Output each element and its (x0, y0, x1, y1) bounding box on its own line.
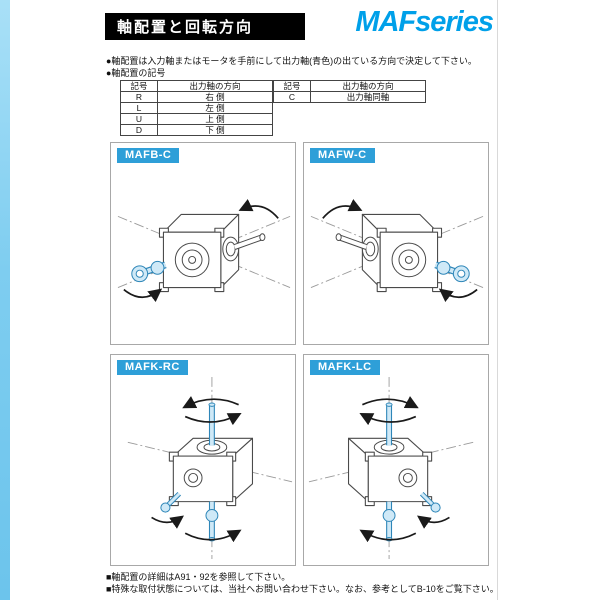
table-cell: 左 側 (157, 102, 273, 114)
symbol-tables: 記号 出力軸の方向 R 右 側 L 左 側 U 上 側 D 下 側 記号 (120, 80, 426, 136)
footer-note-2: ■特殊な取付状態については、当社へお問い合わせ下さい。なお、参考としてB-10を… (106, 584, 499, 594)
table-header-cell: 出力軸の方向 (310, 80, 426, 92)
note-line-1: ●軸配置は入力軸またはモータを手前にして出力軸(青色)の出ている方向で決定して下… (106, 56, 477, 66)
panel-mafk-lc: MAFK-LC (303, 354, 489, 566)
table-row: U 上 側 (120, 113, 273, 125)
table-cell: C (273, 91, 311, 103)
panel-label: MAFB-C (117, 148, 180, 163)
table-row: C 出力軸同軸 (273, 91, 426, 103)
panel-mafk-rc: MAFK-RC (110, 354, 296, 566)
panel-label: MAFK-RC (117, 360, 188, 375)
panel-mafb-c: MAFB-C (110, 142, 296, 345)
page-edge-band (0, 0, 10, 600)
symbol-table-right: 記号 出力軸の方向 C 出力軸同軸 (273, 80, 426, 103)
panel-mafw-c: MAFW-C (303, 142, 489, 345)
table-cell: L (120, 102, 158, 114)
table-cell: 下 側 (157, 124, 273, 136)
table-cell: 上 側 (157, 113, 273, 125)
gearbox-drawing-mafk-lc (305, 371, 489, 564)
table-cell: 出力軸同軸 (310, 91, 426, 103)
table-cell: R (120, 91, 158, 103)
gearbox-drawing-mafk-rc (112, 371, 296, 564)
gearbox-drawing-mafb-c (112, 159, 296, 342)
table-cell: U (120, 113, 158, 125)
table-row: L 左 側 (120, 102, 273, 114)
gearbox-drawing-mafw-c (305, 159, 489, 342)
series-logo: MAFseries (355, 6, 494, 38)
table-header-cell: 記号 (273, 80, 311, 92)
note-line-2: ●軸配置の記号 (106, 68, 166, 78)
table-row: R 右 側 (120, 91, 273, 103)
page-right-border (497, 0, 498, 600)
table-cell: 右 側 (157, 91, 273, 103)
table-header-cell: 出力軸の方向 (157, 80, 273, 92)
footer-note-1: ■軸配置の詳細はA91・92を参照して下さい。 (106, 572, 291, 582)
table-header-cell: 記号 (120, 80, 158, 92)
symbol-table-left: 記号 出力軸の方向 R 右 側 L 左 側 U 上 側 D 下 側 (120, 80, 273, 136)
panel-label: MAFW-C (310, 148, 375, 163)
table-cell: D (120, 124, 158, 136)
page-title: 軸配置と回転方向 (105, 13, 305, 40)
table-row: D 下 側 (120, 124, 273, 136)
panel-label: MAFK-LC (310, 360, 380, 375)
